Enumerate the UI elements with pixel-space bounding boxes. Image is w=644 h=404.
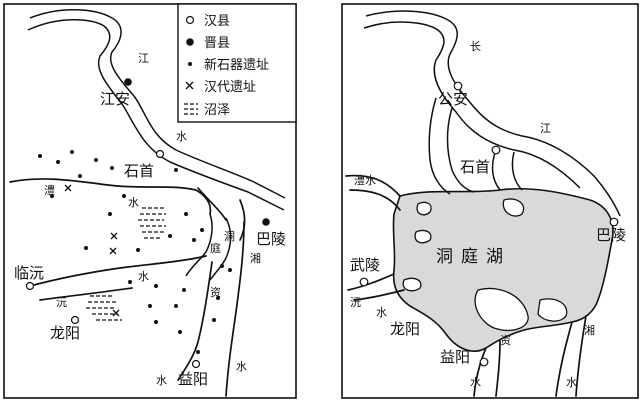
right-label-wuling: 武陵 xyxy=(350,256,380,274)
left-river-li: 澧 xyxy=(44,183,55,197)
left-shishou-marker xyxy=(155,149,165,159)
right-label-gongan: 公安 xyxy=(438,90,468,108)
right-yangtze-bank-b xyxy=(363,21,581,189)
left-river-zi-shui: 水 xyxy=(156,374,167,387)
left-label-longyang: 龙阳 xyxy=(50,324,80,342)
left-marsh-a xyxy=(138,207,166,239)
right-island-2 xyxy=(414,229,432,244)
left-river-yuan-shui: 水 xyxy=(138,270,149,283)
left-longyang-marker xyxy=(70,315,80,325)
legend-marsh: 沼泽 xyxy=(204,103,230,118)
right-label-longyang: 龙阳 xyxy=(390,320,420,338)
left-jiangan-marker xyxy=(124,78,132,86)
left-marsh-b xyxy=(86,295,122,321)
right-yuan-branch xyxy=(353,289,405,301)
right-river-shui-a: 水 xyxy=(470,376,481,389)
left-yangtze-bank-a xyxy=(29,9,286,199)
left-river-xiang-shui: 水 xyxy=(236,360,247,373)
left-river-yuan: 沅 xyxy=(56,296,67,309)
left-river-xiang: 湘 xyxy=(250,251,261,265)
legend-neolithic-site: 新石器遗址 xyxy=(204,57,269,73)
right-map-frame xyxy=(341,3,639,399)
right-channel-c xyxy=(491,149,501,191)
right-balin-marker xyxy=(609,217,619,227)
legend-box xyxy=(177,3,297,123)
left-label-shishou: 石首 xyxy=(124,162,154,180)
right-island-1 xyxy=(416,201,432,216)
right-li-river xyxy=(345,174,401,197)
left-map-frame xyxy=(3,3,297,399)
right-li-branch xyxy=(349,189,401,211)
left-dongting-channel-a xyxy=(185,213,213,277)
left-river-shui-main: 水 xyxy=(176,130,187,143)
left-map: 江安 石首 巴陵 临沅 龙阳 益阳 江 水 澧 水 洞 庭 湘 沅 水 资 水 … xyxy=(3,3,297,399)
left-river-ting: 庭 xyxy=(210,241,221,255)
left-balin-marker xyxy=(262,218,270,226)
right-river-chang: 长 xyxy=(470,40,481,53)
right-channel-d xyxy=(511,151,523,191)
left-river-dong: 洞 xyxy=(224,230,235,243)
legend-jin-county: 晋县 xyxy=(204,36,230,51)
left-label-balin: 巴陵 xyxy=(256,230,286,248)
right-river-xiang: 湘 xyxy=(584,323,595,337)
right-xiang-branch xyxy=(575,315,587,397)
right-xiang-river xyxy=(555,321,573,397)
left-li-branch xyxy=(197,187,227,221)
right-zi-river xyxy=(473,347,487,397)
left-dongting-channel-b xyxy=(209,217,232,281)
left-han-sites xyxy=(64,184,120,317)
right-island-5 xyxy=(537,298,568,322)
legend-han-county-icon xyxy=(185,15,195,25)
right-map: 公安 石首 巴陵 武陵 龙阳 益阳 长 江 澧水 沅 水 资 湘 水 水 洞庭湖 xyxy=(341,3,639,399)
left-yuan-river xyxy=(29,255,207,287)
right-zi-branch xyxy=(495,339,501,397)
legend-han-site-icon xyxy=(185,81,194,90)
legend-han-site: 汉代遗址 xyxy=(204,80,256,95)
left-river-li-shui: 水 xyxy=(128,196,139,209)
right-channel-a xyxy=(428,97,451,195)
right-river-zi: 资 xyxy=(500,334,511,347)
right-wuling-marker xyxy=(359,277,369,287)
legend-neolithic-icon xyxy=(188,62,192,66)
right-shishou-marker xyxy=(491,145,501,155)
right-channel-b xyxy=(446,107,475,193)
left-label-yiyang: 益阳 xyxy=(178,370,208,388)
right-river-jiang: 江 xyxy=(540,122,551,135)
left-zi-river xyxy=(177,261,213,381)
left-neolithic-sites xyxy=(38,150,232,354)
right-label-yiyang: 益阳 xyxy=(440,348,470,366)
legend-han-county: 汉县 xyxy=(204,14,230,29)
left-river-jiang: 江 xyxy=(138,52,149,65)
left-yangtze-bank-b xyxy=(27,19,285,211)
right-yuan-river xyxy=(347,273,395,291)
right-label-shishou: 石首 xyxy=(460,158,490,176)
right-island-3 xyxy=(402,277,422,292)
right-river-yuan: 沅 xyxy=(350,296,361,309)
left-yiyang-marker xyxy=(191,359,201,369)
left-xiang-river xyxy=(225,221,245,397)
left-dongting-outlet xyxy=(239,199,246,241)
right-lake-label: 洞庭湖 xyxy=(436,247,511,267)
legend-marsh-icon xyxy=(184,103,198,115)
left-river-zi: 资 xyxy=(210,286,221,299)
right-label-balin: 巴陵 xyxy=(596,226,626,244)
left-linyuan-marker xyxy=(25,281,35,291)
left-label-linyuan: 临沅 xyxy=(14,264,44,282)
left-li-river xyxy=(9,178,212,215)
legend-jin-county-icon xyxy=(186,38,194,46)
right-river-shui-b: 水 xyxy=(566,376,577,389)
right-yiyang-marker xyxy=(479,357,489,367)
right-gongan-marker xyxy=(453,81,463,91)
right-river-lishui: 澧水 xyxy=(354,173,376,187)
right-island-6 xyxy=(502,198,525,217)
left-yuan-branch xyxy=(39,287,133,301)
right-yangtze-bank-a xyxy=(365,10,621,217)
right-island-4 xyxy=(474,287,529,331)
left-legend: 汉县 晋县 新石器遗址 汉代遗址 沼泽 xyxy=(177,3,297,123)
right-river-yuan-shui: 水 xyxy=(376,306,387,319)
left-label-jiangan: 江安 xyxy=(100,90,130,108)
